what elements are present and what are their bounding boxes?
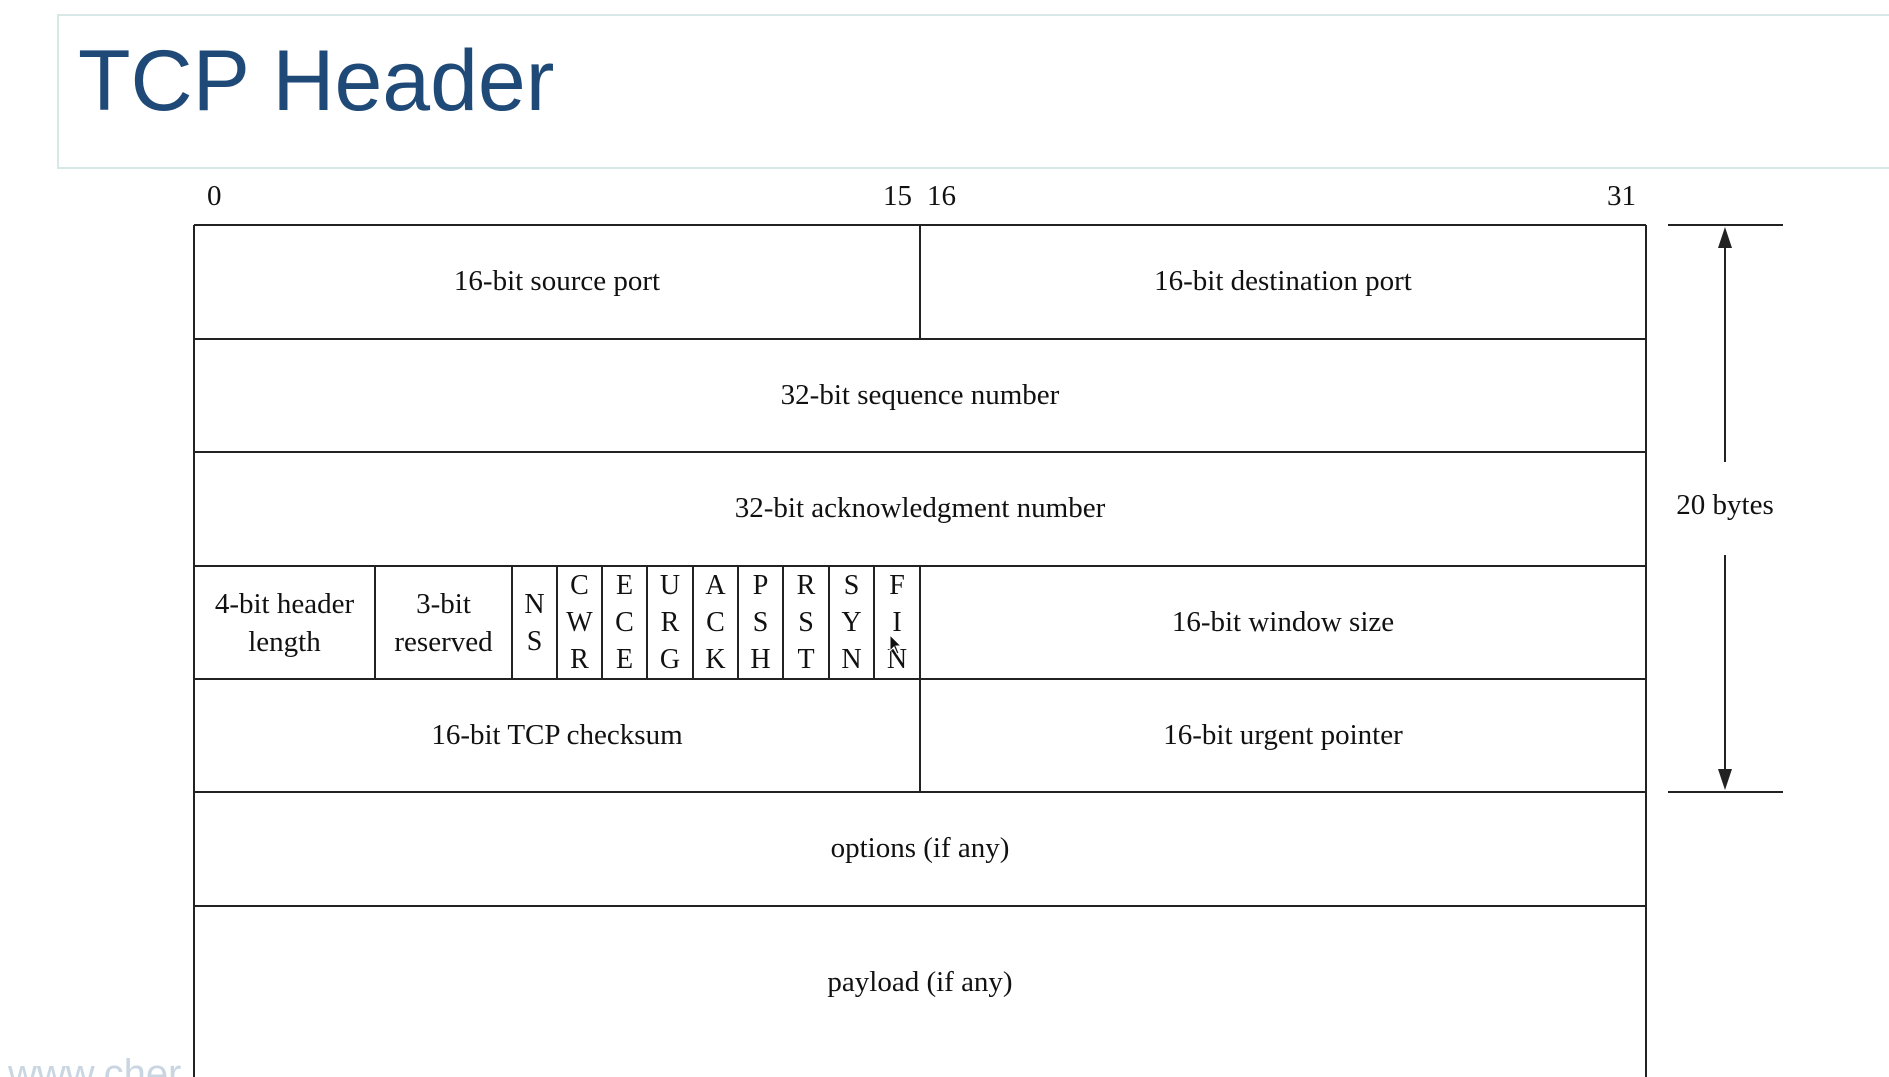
flag-urg: U R G [647, 566, 693, 679]
field-sequence-number: 32-bit sequence number [780, 378, 1060, 411]
flag-letter: C [706, 607, 725, 638]
flag-psh: P S H [738, 566, 783, 679]
flag-letter: R [570, 644, 589, 675]
flag-letter: C [570, 570, 589, 601]
field-header-length: 4-bit header length [194, 566, 375, 679]
reserved-line1: 3-bit [416, 587, 471, 620]
watermark: www.cher [8, 1052, 182, 1077]
page-title: TCP Header [78, 33, 555, 129]
size-arrow-up-head [1718, 227, 1732, 248]
flag-ns: N S [512, 566, 557, 679]
flag-letter: S [798, 607, 814, 638]
flag-letter: H [750, 644, 771, 675]
field-ack-number: 32-bit acknowledgment number [734, 492, 1106, 525]
bit-label-16: 16 [927, 180, 956, 212]
flag-letter: N [886, 644, 908, 675]
field-source-port: 16-bit source port [453, 265, 661, 298]
flag-letter: P [752, 570, 769, 601]
flag-letter: G [659, 644, 681, 675]
reserved-line2: reserved [394, 625, 493, 658]
flag-letter: E [615, 644, 634, 675]
flag-fin: F I N [874, 566, 920, 679]
flag-ack: A C K [693, 566, 738, 679]
field-urgent-pointer: 16-bit urgent pointer [1163, 718, 1403, 751]
bit-label-31: 31 [1607, 180, 1636, 212]
field-options: options (if any) [830, 832, 1010, 865]
header-size-label: 20 bytes [1655, 480, 1795, 532]
header-length-line2: length [248, 625, 321, 658]
flag-letter: C [615, 607, 634, 638]
bit-label-15: 15 [883, 180, 912, 212]
flag-letter: U [659, 570, 681, 601]
flag-letter: S [526, 625, 543, 657]
flag-letter: R [660, 607, 680, 638]
flag-letter: N [524, 588, 545, 620]
flag-letter: W [566, 607, 593, 638]
flag-letter: Y [841, 607, 862, 638]
title-banner [57, 14, 1889, 169]
size-arrow-down-head [1718, 769, 1732, 790]
flag-letter: I [892, 607, 902, 638]
field-checksum: 16-bit TCP checksum [431, 718, 683, 751]
flag-letter: N [841, 644, 862, 675]
flag-ece: E C E [602, 566, 647, 679]
flag-letter: K [705, 644, 726, 675]
header-length-line1: 4-bit header [214, 587, 355, 620]
flag-letter: T [797, 644, 815, 675]
mouse-cursor-icon [889, 634, 903, 655]
flag-letter: A [705, 570, 726, 601]
flag-syn: S Y N [829, 566, 874, 679]
flag-letter: S [843, 570, 860, 601]
flag-letter: R [796, 570, 816, 601]
flag-letter: F [889, 570, 905, 601]
flag-letter: E [615, 570, 634, 601]
field-payload: payload (if any) [827, 965, 1013, 998]
flag-cwr: C W R [557, 566, 602, 679]
field-reserved: 3-bit reserved [375, 566, 512, 679]
flag-rst: R S T [783, 566, 829, 679]
field-destination-port: 16-bit destination port [1154, 265, 1412, 298]
flag-letter: S [752, 607, 769, 638]
bit-label-0: 0 [207, 180, 222, 212]
field-window-size: 16-bit window size [1171, 605, 1395, 638]
